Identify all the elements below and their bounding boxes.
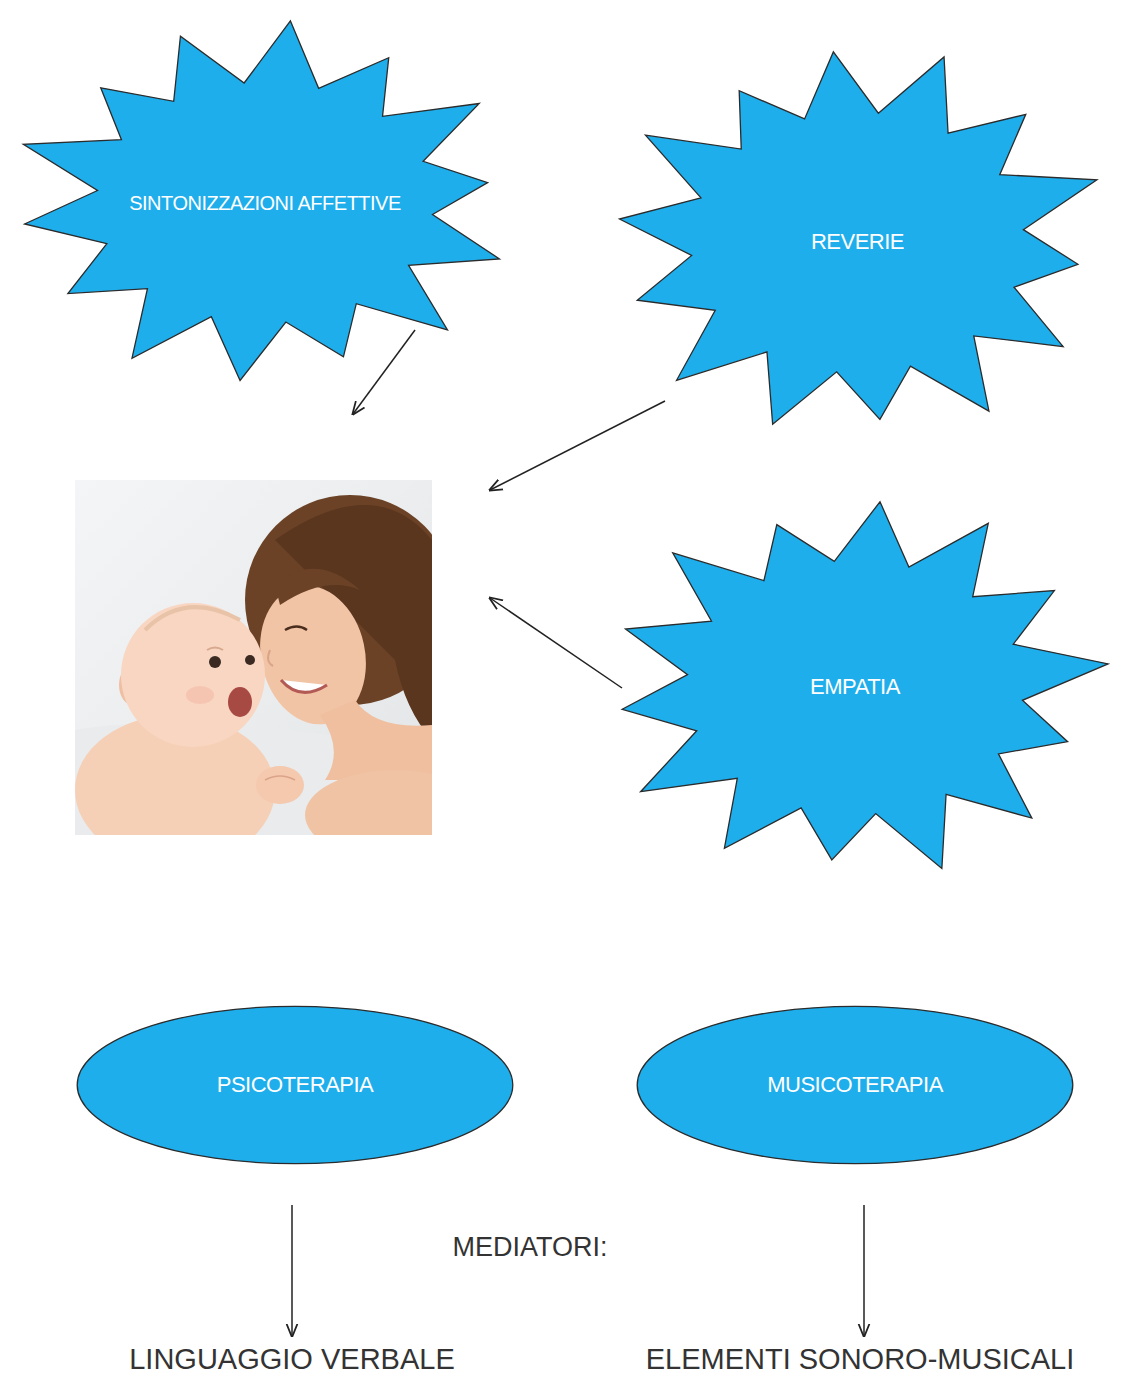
mediator-label: ELEMENTI SONORO-MUSICALI [646, 1343, 1075, 1376]
leader-arrow [863, 1205, 865, 1336]
node-text-area: MUSICOTERAPIA [635, 1005, 1075, 1165]
node-label: REVERIE [811, 229, 904, 255]
mother-baby-photo [75, 480, 432, 835]
node-text-area: SINTONIZZAZIONI AFFETTIVE [10, 20, 520, 385]
node-label: EMPATIA [810, 674, 900, 700]
mediator-label: LINGUAGGIO VERBALE [129, 1343, 455, 1376]
ellipse-node: PSICOTERAPIA [75, 1005, 515, 1165]
leader-arrow [490, 598, 622, 688]
starburst-node: EMPATIA [600, 495, 1110, 880]
node-label: MUSICOTERAPIA [767, 1072, 943, 1098]
leader-arrow [353, 330, 415, 414]
leader-arrow [291, 1205, 293, 1336]
heading-label: MEDIATORI: [452, 1232, 607, 1263]
starburst-node: REVERIE [605, 45, 1110, 440]
node-text-area: REVERIE [605, 45, 1110, 440]
node-text-area: EMPATIA [600, 495, 1110, 880]
node-label: SINTONIZZAZIONI AFFETTIVE [129, 191, 401, 215]
ellipse-node: MUSICOTERAPIA [635, 1005, 1075, 1165]
leader-arrow [490, 401, 665, 490]
node-text-area: PSICOTERAPIA [75, 1005, 515, 1165]
starburst-node: SINTONIZZAZIONI AFFETTIVE [10, 20, 520, 385]
node-label: PSICOTERAPIA [217, 1072, 374, 1098]
